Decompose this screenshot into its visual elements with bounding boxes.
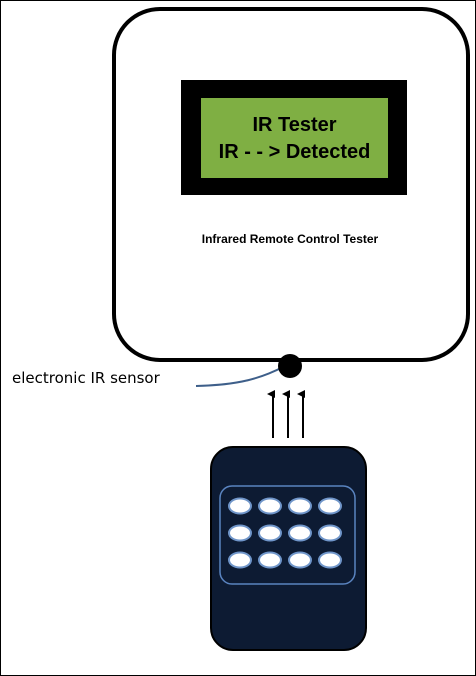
lcd-line-2: IR - - > Detected xyxy=(218,141,371,163)
device-label: Infrared Remote Control Tester xyxy=(201,232,379,246)
remote-button xyxy=(228,551,252,569)
ir-sensor xyxy=(278,354,302,378)
remote-button xyxy=(288,497,312,515)
remote-button xyxy=(258,524,282,542)
remote-button-grid xyxy=(228,497,342,569)
remote-button xyxy=(258,497,282,515)
remote-button xyxy=(288,524,312,542)
remote-keypad-panel xyxy=(219,485,356,585)
remote-button xyxy=(318,524,342,542)
remote-button xyxy=(228,497,252,515)
sensor-label: electronic IR sensor xyxy=(12,369,160,387)
remote-button xyxy=(228,524,252,542)
remote-button xyxy=(318,497,342,515)
lcd-screen: IR Tester IR - - > Detected xyxy=(200,97,389,179)
sensor-leader-line xyxy=(195,365,286,387)
remote-button xyxy=(318,551,342,569)
remote-button xyxy=(288,551,312,569)
lcd-line-1: IR Tester xyxy=(252,114,337,136)
remote-control-body xyxy=(210,446,367,651)
remote-button xyxy=(258,551,282,569)
